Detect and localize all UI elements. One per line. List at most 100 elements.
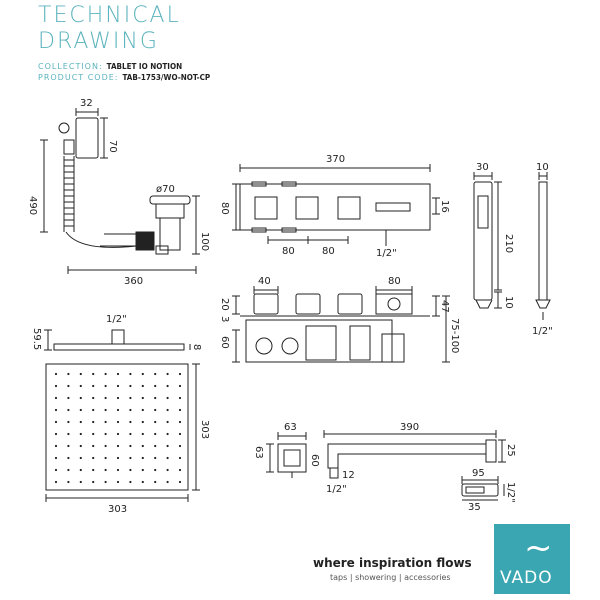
nozzle-dot xyxy=(116,372,120,376)
dim-60-outlet: 60 xyxy=(309,454,320,467)
nozzle-dot xyxy=(129,444,132,448)
dim-80-left: 80 xyxy=(282,246,295,257)
brand-name: VADO xyxy=(500,568,553,588)
nozzle-dot xyxy=(54,384,58,388)
nozzle-dot xyxy=(54,444,58,448)
nozzle-dot xyxy=(154,408,157,412)
dim-8: 8 xyxy=(191,344,202,350)
nozzle-dot xyxy=(92,456,95,460)
valve-plate-front xyxy=(239,181,431,233)
nozzle-dot xyxy=(79,456,82,460)
dim-20: 20 xyxy=(219,298,230,311)
nozzle-dot xyxy=(92,468,95,472)
nozzle-dot xyxy=(54,468,58,472)
nozzle-dot xyxy=(178,372,182,376)
dim-3: 3 xyxy=(219,316,230,322)
nozzle-dot xyxy=(154,468,157,472)
nozzle-dot xyxy=(116,408,120,412)
nozzle-dot xyxy=(54,372,58,376)
nozzle-dot xyxy=(141,420,144,424)
nozzle-dot xyxy=(92,384,95,388)
valve-body-top xyxy=(240,293,430,363)
nozzle-dot xyxy=(79,444,82,448)
nozzle-dot xyxy=(104,384,107,388)
nozzle-dot xyxy=(67,396,70,400)
dim-303-side: 303 xyxy=(199,420,210,439)
nozzle-grid xyxy=(54,372,182,484)
nozzle-dot xyxy=(67,420,70,424)
nozzle-dot xyxy=(154,432,157,436)
nozzle-dot xyxy=(92,408,95,412)
nozzle-dot xyxy=(67,432,70,436)
nozzle-dot xyxy=(141,456,144,460)
hand-shower-drawing xyxy=(473,181,551,309)
nozzle-dot xyxy=(178,432,182,436)
dim-47: 47 xyxy=(439,300,450,313)
nozzle-dot xyxy=(92,372,95,376)
dim-60: 60 xyxy=(219,336,230,349)
nozzle-dot xyxy=(141,396,144,400)
dim-30: 30 xyxy=(476,162,489,173)
dim-70-dia: ø70 xyxy=(156,184,175,195)
dim-half-inch-plate: 1/2" xyxy=(376,248,397,259)
dim-360: 360 xyxy=(124,276,143,287)
nozzle-dot xyxy=(79,420,82,424)
dim-half-inch-wall: 1/2" xyxy=(505,482,516,503)
product-row: PRODUCT CODE:TAB-1753/WO-NOT-CP xyxy=(38,73,210,83)
nozzle-dot xyxy=(104,468,107,472)
dim-303-bottom: 303 xyxy=(108,504,127,515)
nozzle-dot xyxy=(92,444,95,448)
nozzle-dot xyxy=(104,372,107,376)
product-value: TAB-1753/WO-NOT-CP xyxy=(122,73,211,82)
nozzle-dot xyxy=(178,444,182,448)
title-line-2: DRAWING xyxy=(38,29,159,54)
dim-63-top: 63 xyxy=(284,422,297,433)
nozzle-dot xyxy=(129,480,132,484)
collection-row: COLLECTION:TABLET IO NOTION xyxy=(38,62,182,72)
nozzle-dot xyxy=(67,456,70,460)
nozzle-dot xyxy=(54,480,58,484)
nozzle-dot xyxy=(178,468,182,472)
nozzle-dot xyxy=(141,372,144,376)
nozzle-dot xyxy=(129,420,132,424)
nozzle-dot xyxy=(92,396,95,400)
dim-half-inch-hose: 1/2" xyxy=(532,326,553,337)
nozzle-dot xyxy=(166,372,169,376)
collection-value: TABLET IO NOTION xyxy=(106,62,183,71)
dim-10-side: 10 xyxy=(503,296,514,309)
nozzle-dot xyxy=(154,444,157,448)
nozzle-dot xyxy=(129,372,132,376)
subline: taps | showering | accessories xyxy=(330,573,451,582)
dim-80-bracket: 80 xyxy=(388,276,401,287)
nozzle-dot xyxy=(116,420,120,424)
product-label: PRODUCT CODE: xyxy=(38,73,119,82)
dim-32: 32 xyxy=(80,98,93,109)
nozzle-dot xyxy=(141,444,144,448)
nozzle-dot xyxy=(129,396,132,400)
nozzle-dot xyxy=(166,408,169,412)
nozzle-dot xyxy=(154,420,157,424)
nozzle-dot xyxy=(54,396,58,400)
nozzle-dot xyxy=(116,384,120,388)
nozzle-dot xyxy=(104,456,107,460)
nozzle-dot xyxy=(54,408,58,412)
nozzle-dot xyxy=(166,384,169,388)
dim-25: 25 xyxy=(505,444,516,457)
nozzle-dot xyxy=(166,480,169,484)
nozzle-dot xyxy=(79,372,82,376)
nozzle-dot xyxy=(166,420,169,424)
nozzle-dot xyxy=(54,420,58,424)
bath-filler-drawing xyxy=(58,117,191,255)
nozzle-dot xyxy=(154,456,157,460)
nozzle-dot xyxy=(166,456,169,460)
nozzle-dot xyxy=(141,384,144,388)
dim-70: 70 xyxy=(107,140,118,153)
nozzle-dot xyxy=(104,444,107,448)
nozzle-dot xyxy=(166,444,169,448)
nozzle-dot xyxy=(79,468,82,472)
vado-logo: ~ VADO xyxy=(494,524,570,594)
nozzle-dot xyxy=(129,456,132,460)
dim-210: 210 xyxy=(503,234,514,253)
nozzle-dot xyxy=(54,432,58,436)
